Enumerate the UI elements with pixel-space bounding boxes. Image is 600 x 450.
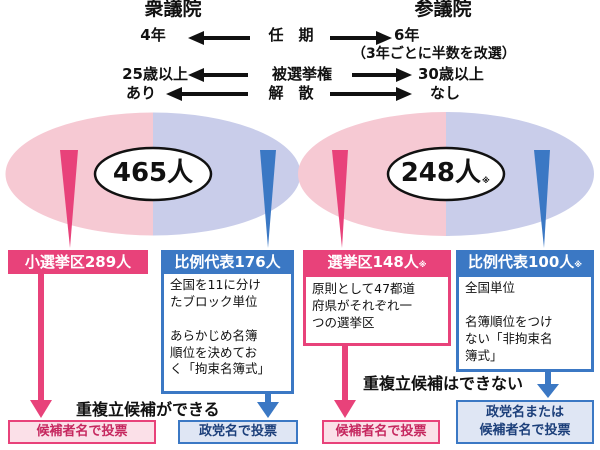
left-dissolution-value: あり: [125, 84, 156, 102]
eligibility-label: 被選挙権: [271, 65, 332, 83]
right-eligibility-value: 30歳以上: [418, 65, 484, 83]
right-district-header: 選挙区148人※: [303, 250, 451, 277]
left-term-value: 4年: [140, 26, 166, 44]
right-district-note-mark: ※: [418, 260, 427, 269]
right-party-arrow: [537, 372, 559, 398]
right-blue-pointer: [534, 150, 550, 248]
right-district-panel: 選挙区148人※ 原則として47都道 府県がそれぞれ一 つの選挙区: [303, 250, 451, 346]
left-duplicate-candidacy-note: 重複立候補ができる: [76, 400, 220, 419]
right-seat-note-mark: ※: [482, 176, 490, 185]
left-party-vote-box: 政党名で投票: [178, 420, 298, 444]
right-proportional-panel: 比例代表100人※ 全国単位 名簿順位をつけ ない「非拘束名 簿式」: [456, 250, 594, 372]
right-candidate-vote-box: 候補者名で投票: [322, 420, 440, 444]
left-pink-pointer: [60, 150, 78, 248]
right-term-note: （3年ごとに半数を改選）: [352, 46, 516, 62]
left-candidate-vote-box: 候補者名で投票: [8, 420, 156, 444]
dissolution-label: 解 散: [268, 84, 314, 102]
right-proportional-note-mark: ※: [574, 260, 583, 269]
right-duplicate-candidacy-note: 重複立候補はできない: [363, 374, 524, 393]
right-district-description: 原則として47都道 府県がそれぞれ一 つの選挙区: [312, 281, 416, 330]
right-term-value: 6年: [394, 26, 420, 44]
left-party-arrow: [257, 392, 279, 418]
term-label: 任 期: [268, 26, 314, 44]
house-of-representatives-title: 衆議院: [144, 0, 202, 20]
dissolution-arrows: [166, 87, 412, 101]
right-proportional-description: 全国単位 名簿順位をつけ ない「非拘束名 簿式」: [465, 280, 553, 363]
right-candidate-arrow: [334, 346, 356, 418]
right-proportional-header: 比例代表100人※: [456, 250, 594, 277]
right-dissolution-value: なし: [430, 84, 461, 102]
left-proportional-panel: 比例代表176人 全国を11に分け たブロック単位 あらかじめ名簿 順位を決めて…: [161, 250, 294, 394]
left-proportional-description: 全国を11に分け たブロック単位 あらかじめ名簿 順位を決めてお く「拘束名簿式…: [170, 277, 271, 377]
single-member-district-header: 小選挙区289人: [8, 250, 148, 274]
eligibility-arrows: [188, 68, 412, 82]
term-arrows: [188, 31, 392, 45]
right-party-vote-box: 政党名または 候補者名で投票: [456, 400, 594, 444]
left-seat-count: 465人: [112, 158, 194, 188]
right-pink-pointer: [332, 150, 348, 248]
left-proportional-header: 比例代表176人: [161, 250, 294, 274]
left-candidate-arrow: [30, 270, 52, 418]
left-eligibility-value: 25歳以上: [122, 65, 188, 83]
house-of-councillors-title: 参議院: [414, 0, 472, 20]
left-blue-pointer: [260, 150, 276, 248]
right-seat-count: 248人: [400, 158, 481, 188]
